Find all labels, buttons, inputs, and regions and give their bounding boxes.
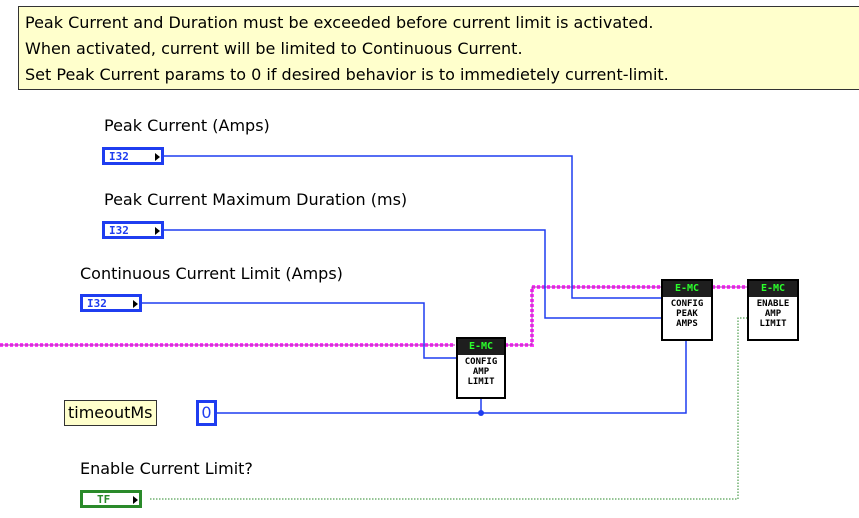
config-peak-amps-vi[interactable]: E-MC CONFIG PEAK AMPS <box>661 279 713 341</box>
vi-header: E-MC <box>663 281 711 297</box>
comment-line: Set Peak Current params to 0 if desired … <box>25 65 669 84</box>
peak-current-label: Peak Current (Amps) <box>104 116 270 135</box>
peak-current-terminal[interactable]: I32 <box>102 147 164 165</box>
comment-line: When activated, current will be limited … <box>25 39 523 58</box>
wire-junction <box>478 410 484 416</box>
class-wire[interactable] <box>0 285 747 347</box>
enable-limit-label: Enable Current Limit? <box>80 459 253 478</box>
timeout-label: timeoutMs <box>64 400 157 426</box>
wire-continuous-limit[interactable] <box>142 302 457 359</box>
wire-peak-duration[interactable] <box>164 229 662 319</box>
peak-duration-label: Peak Current Maximum Duration (ms) <box>104 190 408 209</box>
timeout-constant[interactable]: 0 <box>196 400 217 426</box>
enable-amp-limit-vi[interactable]: E-MC ENABLE AMP LIMIT <box>747 279 799 341</box>
wire-peak-current[interactable] <box>164 155 662 299</box>
vi-header: E-MC <box>458 339 504 355</box>
i32-type-label: I32 <box>109 149 129 163</box>
peak-duration-terminal[interactable]: I32 <box>102 221 164 239</box>
continuous-limit-label: Continuous Current Limit (Amps) <box>80 264 343 283</box>
comment-line: Peak Current and Duration must be exceed… <box>25 13 654 32</box>
vi-header: E-MC <box>749 281 797 297</box>
wire-enable-limit[interactable] <box>150 317 748 500</box>
tf-type-label: TF <box>97 492 111 506</box>
output-arrow-icon <box>155 153 160 161</box>
vi-body: ENABLE AMP LIMIT <box>756 299 790 329</box>
enable-limit-terminal[interactable]: TF <box>80 490 142 508</box>
vi-body: CONFIG AMP LIMIT <box>464 357 498 387</box>
i32-type-label: I32 <box>87 296 107 310</box>
output-arrow-icon <box>155 227 160 235</box>
output-arrow-icon <box>133 496 138 504</box>
output-arrow-icon <box>133 300 138 308</box>
comment-box: Peak Current and Duration must be exceed… <box>18 6 859 90</box>
vi-body: CONFIG PEAK AMPS <box>670 299 704 329</box>
i32-type-label: I32 <box>109 223 129 237</box>
wire-timeout[interactable] <box>215 340 687 414</box>
config-amp-limit-vi[interactable]: E-MC CONFIG AMP LIMIT <box>456 337 506 399</box>
continuous-limit-terminal[interactable]: I32 <box>80 294 142 312</box>
